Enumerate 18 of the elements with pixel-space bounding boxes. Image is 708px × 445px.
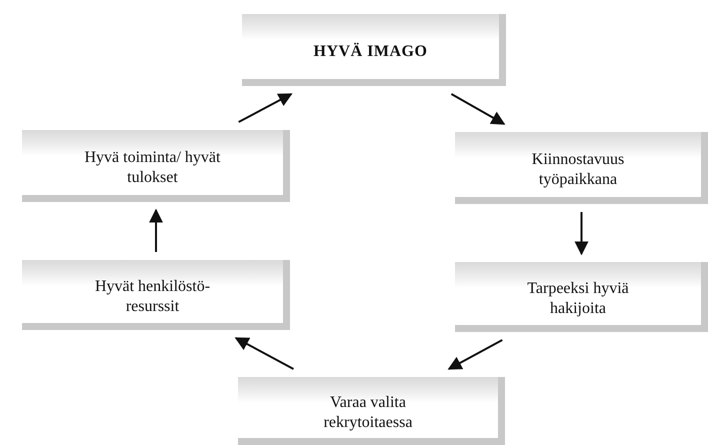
- process-box: [238, 377, 505, 445]
- process-box: [242, 14, 506, 86]
- box-label: Hyvä toiminta/ hyvät tulokset: [84, 148, 222, 188]
- arrow: [238, 93, 293, 123]
- arrow: [574, 212, 588, 256]
- arrow: [448, 339, 503, 370]
- process-box: [455, 132, 708, 204]
- box-label: Tarpeeksi hyviä hakijoita: [526, 278, 630, 318]
- process-box: [22, 260, 290, 330]
- arrow: [149, 208, 163, 252]
- box-label: Hyvät henkilöstö- resurssit: [94, 276, 212, 316]
- arrow: [450, 93, 506, 125]
- box-label: Varaa valita rekrytoitaessa: [322, 392, 414, 432]
- process-box: [22, 130, 290, 202]
- process-box: [455, 262, 708, 332]
- box-label: HYVÄ IMAGO: [314, 42, 428, 62]
- arrow: [234, 337, 294, 370]
- box-label: Kiinnostavuus työpaikkana: [530, 150, 626, 190]
